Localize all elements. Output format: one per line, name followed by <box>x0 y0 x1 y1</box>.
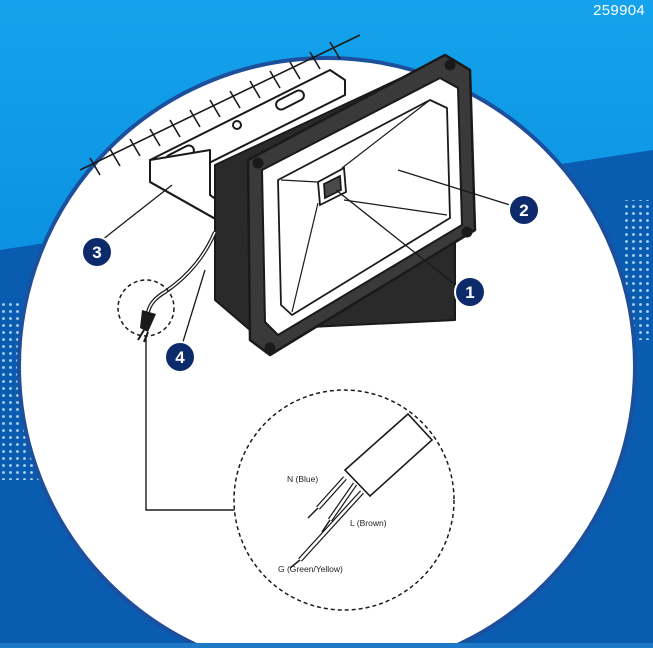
product-code: 259904 <box>593 2 645 19</box>
wall-hatching <box>79 34 361 176</box>
callout-1-number: 1 <box>465 283 474 302</box>
wire-label-live: L (Brown) <box>350 518 387 528</box>
power-cable-icon <box>137 231 217 343</box>
callout-3-number: 3 <box>92 243 101 262</box>
detail-connector-line <box>145 336 235 511</box>
wire-label-ground: G (Green/Yellow) <box>278 564 343 574</box>
main-circle <box>17 56 637 648</box>
wire-detail-view: N (Blue) L (Brown) G (Green/Yellow) <box>233 389 455 611</box>
callout-3: 3 <box>81 236 113 268</box>
callout-4: 4 <box>164 341 196 373</box>
led-chip-icon <box>317 166 347 207</box>
callout-2: 2 <box>508 194 540 226</box>
callout-4-number: 4 <box>175 348 185 367</box>
callout-leaders <box>101 169 511 346</box>
wire-label-neutral: N (Blue) <box>287 474 318 484</box>
callout-2-number: 2 <box>519 201 528 220</box>
callout-1: 1 <box>454 276 486 308</box>
